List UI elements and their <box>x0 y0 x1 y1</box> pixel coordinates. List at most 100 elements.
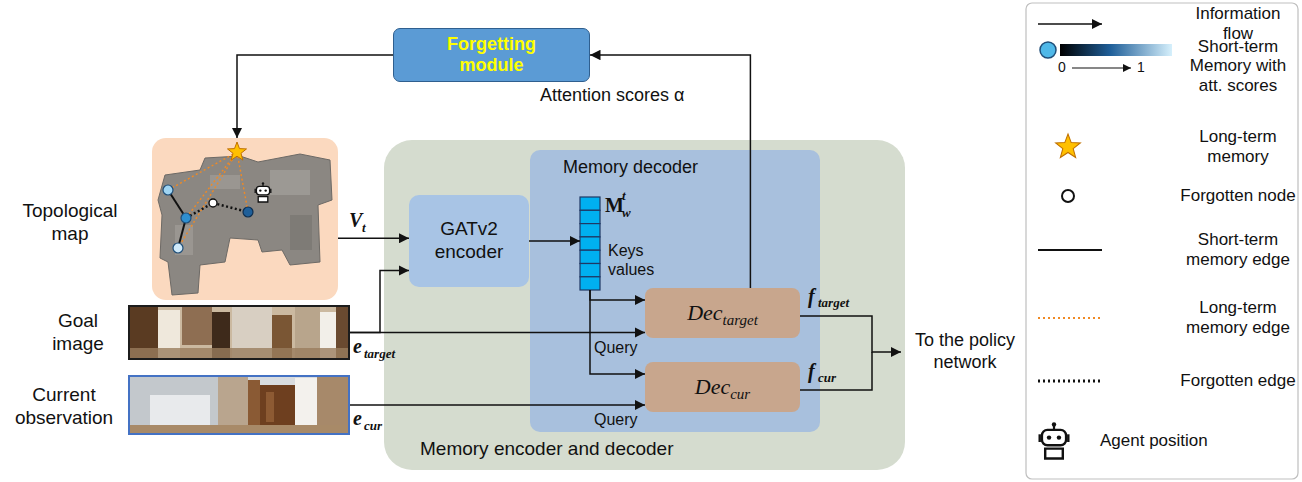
memory-stack-cells <box>580 197 600 290</box>
module-box: Forgetting module <box>393 28 590 82</box>
output-label: To the policy network <box>907 330 1023 373</box>
legend-text: Short-term Memory with att. scores <box>1180 37 1296 96</box>
observation-photo <box>128 375 350 435</box>
output-wires <box>800 352 872 390</box>
flow-arrow <box>350 332 645 334</box>
text-holder: Current observation <box>2 384 126 430</box>
legend-entry: Long-term memory <box>1180 127 1296 166</box>
map-illustration <box>290 215 312 250</box>
legend-symbols <box>1060 44 1172 56</box>
text-row: Deccur <box>695 376 750 398</box>
text-holder: w <box>622 206 631 219</box>
decoder-panel: Memory decoderKeys valuesDectargetDeccur <box>530 150 820 432</box>
symbol-letter: V <box>349 210 362 230</box>
observation-photo <box>266 392 274 422</box>
decoder-subscript: cur <box>730 387 750 402</box>
module-background <box>384 140 905 470</box>
legend-entry: Agent position <box>1100 431 1280 451</box>
scale-number: 0 <box>1058 59 1066 76</box>
observation-photo <box>128 375 350 435</box>
output-wires <box>800 316 901 352</box>
legend-symbols <box>1038 24 1172 459</box>
port-label: Query <box>594 338 638 357</box>
flow-arrow <box>237 55 393 138</box>
map-illustration <box>243 207 253 217</box>
symbol-letter: M <box>605 195 624 215</box>
legend-entry: Forgotten edge <box>1180 371 1296 391</box>
symbol-subscript: w <box>622 206 631 219</box>
encoder-box: GATv2 encoder <box>409 195 529 287</box>
symbol-letter: e <box>353 408 362 428</box>
memory-stack-cells <box>580 277 600 290</box>
text-holder: Query <box>594 338 638 357</box>
map-illustration <box>237 152 248 212</box>
text-holder: cur <box>818 371 836 384</box>
image-label: Current observation <box>2 384 126 430</box>
text-holder: t <box>622 189 626 202</box>
map-illustration <box>152 138 338 300</box>
legend-text: Long-term memory <box>1180 127 1296 166</box>
symbol-subscript: t <box>362 221 366 234</box>
goal-photo <box>182 305 212 345</box>
module-caption: Memory encoder and decoder <box>420 438 673 461</box>
text-holder: Keys values <box>608 241 670 279</box>
output-wires <box>800 316 901 390</box>
text-holder: To the policy network <box>907 330 1023 373</box>
legend-symbols <box>1038 249 1102 251</box>
edge-label: Attention scores α <box>540 85 684 107</box>
stack-label: Keys values <box>608 241 670 279</box>
symbol-subscript: target <box>364 347 395 360</box>
map-illustration <box>168 152 237 190</box>
flow-arrow <box>338 237 409 239</box>
text-holder: cur <box>364 419 382 432</box>
memory-stack-cells <box>580 237 600 250</box>
module-background <box>384 140 905 470</box>
text-holder: f <box>808 286 815 306</box>
map-illustration <box>152 138 338 300</box>
decoder-box: Dectarget <box>645 288 800 338</box>
flow-arrow <box>350 270 409 332</box>
panel-title: Memory decoder <box>563 157 698 179</box>
text-holder: f <box>808 361 815 381</box>
symbol-letter: f <box>808 286 815 306</box>
legend-entry: Long-term memory edge <box>1180 298 1296 337</box>
legend-frame <box>1026 3 1298 479</box>
port-label: Query <box>594 410 638 429</box>
observation-image: Current observation <box>128 375 350 435</box>
text-holder: Goal image <box>36 310 120 356</box>
legend-symbols <box>1038 317 1102 319</box>
text-holder: V <box>349 210 362 230</box>
legend-symbols <box>1062 190 1074 202</box>
goal-image: Goal image <box>128 305 350 360</box>
goal-photo <box>128 305 350 360</box>
legend-symbols <box>1040 42 1056 58</box>
decoder-name: Dec <box>695 376 730 398</box>
legend-entry: Short-term memory edge <box>1180 230 1296 269</box>
symbol-letter: e <box>353 336 362 356</box>
flow-arrow <box>529 240 580 242</box>
legend-text: Forgotten edge <box>1180 371 1295 391</box>
memory-stack-cells <box>580 197 600 210</box>
decoder-box: Deccur <box>645 362 800 412</box>
legend-entry: Short-term Memory with att. scores <box>1180 37 1296 96</box>
legend-entry: Forgotten node <box>1180 186 1296 206</box>
map-illustration <box>209 199 217 207</box>
symbol-superscript: t <box>622 189 626 202</box>
encoder-title: GATv2 encoder <box>419 218 519 264</box>
map-panel: Topological map <box>152 138 338 300</box>
panel-label: Topological map <box>6 200 134 246</box>
symbol-subscript: cur <box>818 371 836 384</box>
text-holder: target <box>364 347 395 360</box>
text-holder: t <box>362 221 366 234</box>
text-holder: Topological map <box>6 200 134 246</box>
text-holder: 1 <box>1137 59 1145 76</box>
map-illustration <box>227 142 246 160</box>
flow-arrow <box>590 290 645 300</box>
text-holder: Query <box>594 410 638 429</box>
module-background <box>530 150 820 432</box>
module-title: Forgetting module <box>432 34 552 75</box>
text-holder: target <box>818 296 849 309</box>
legend-text: Short-term memory edge <box>1180 230 1296 269</box>
decoder-name: Dec <box>687 302 722 324</box>
image-label: Goal image <box>36 310 120 356</box>
